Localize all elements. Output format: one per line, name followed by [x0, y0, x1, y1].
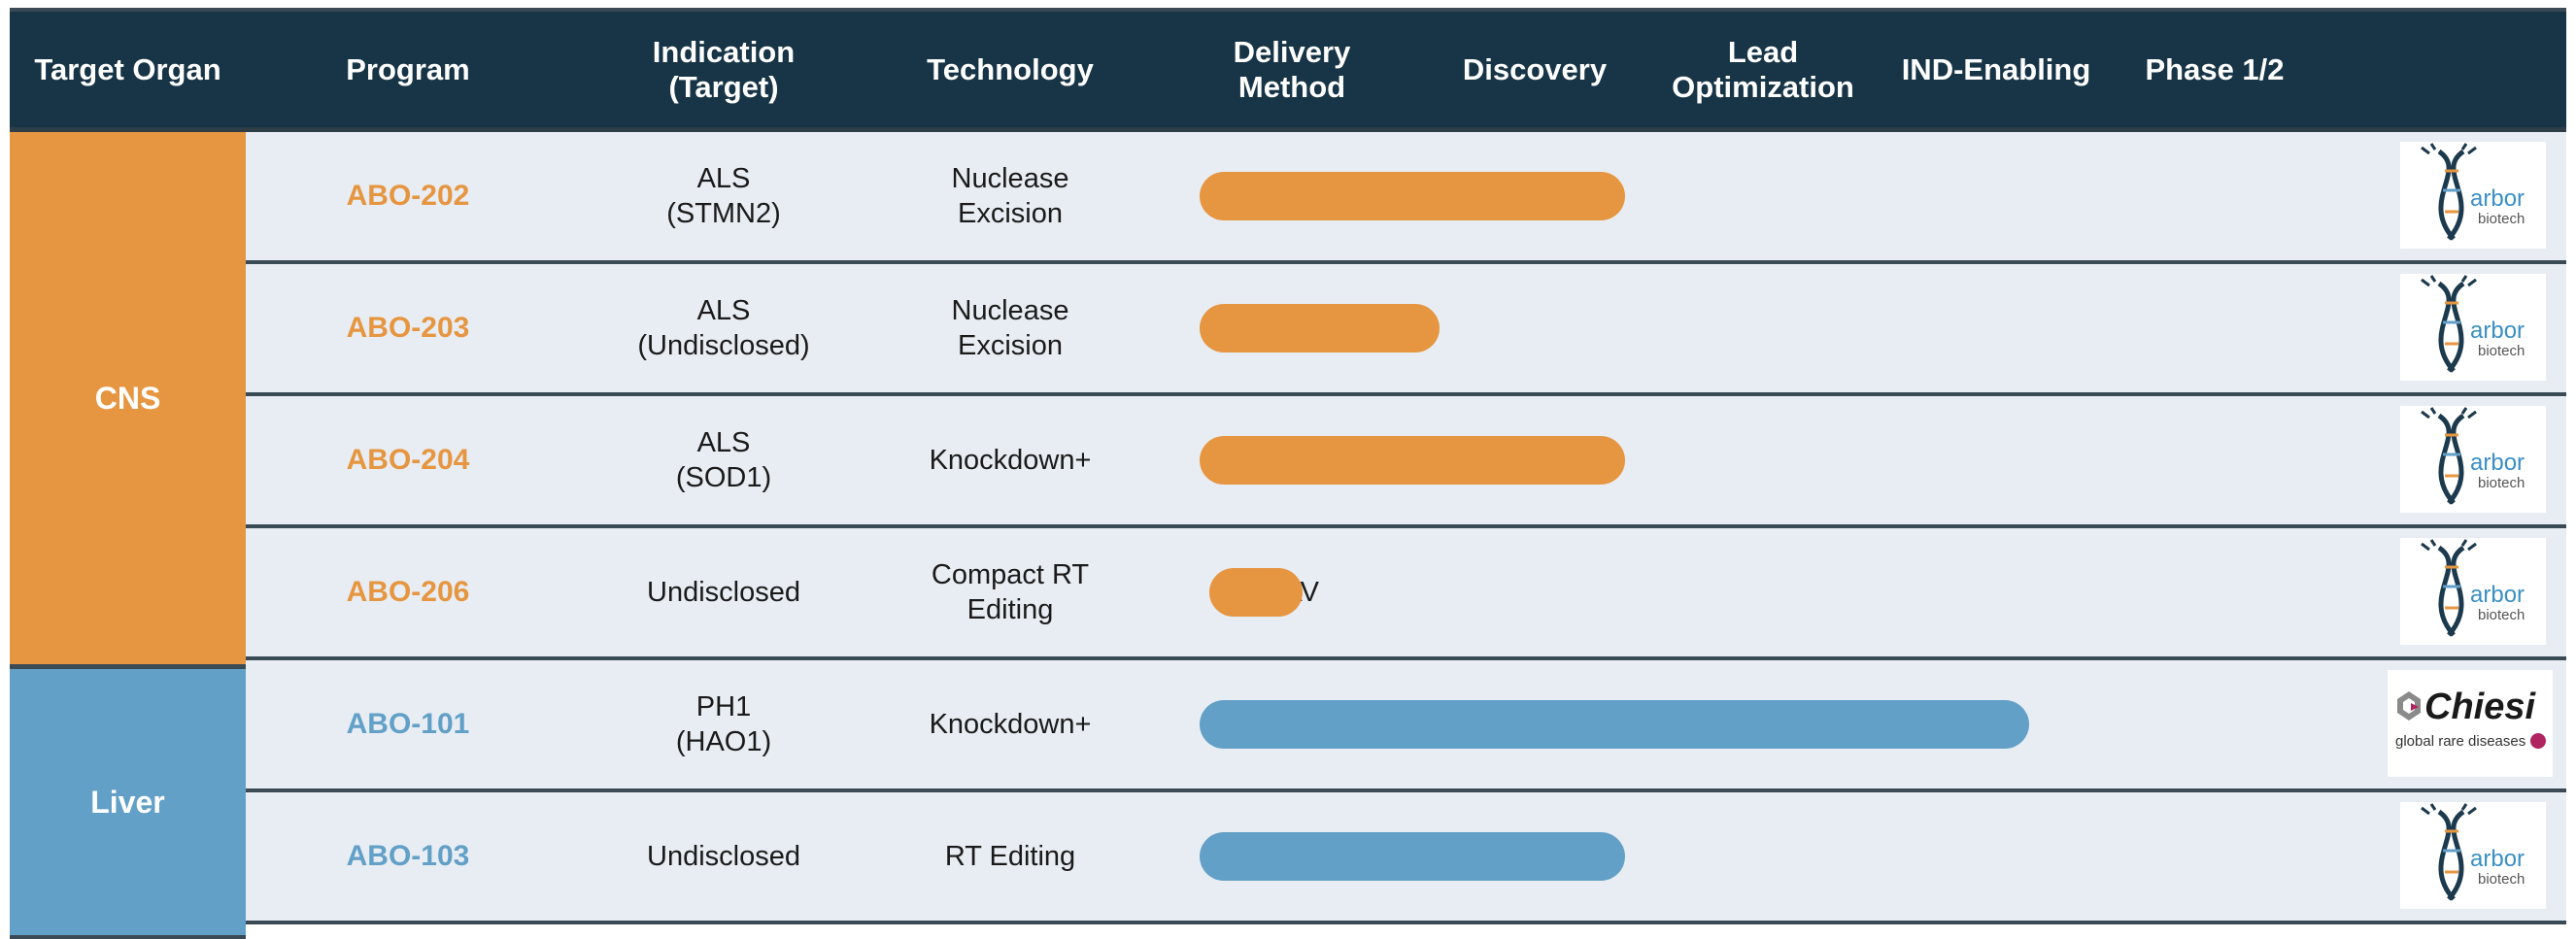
svg-text:arbor: arbor: [2470, 318, 2525, 344]
progress-bar: [1200, 304, 1440, 352]
indication-cell: ALS (STMN2): [666, 163, 781, 229]
header-phase-1-2: Phase 1/2: [2145, 51, 2285, 86]
table-header: Target Organ Program Indication (Target)…: [10, 8, 2566, 132]
technology-cell: Compact RT Editing: [931, 559, 1090, 625]
program-name: ABO-101: [346, 708, 470, 740]
program-name: ABO-203: [346, 312, 470, 344]
progress-bar: [1200, 172, 1625, 220]
svg-text:Chiesi: Chiesi: [2424, 687, 2536, 727]
header-indication: Indication (Target): [652, 34, 796, 104]
svg-text:biotech: biotech: [2478, 871, 2525, 888]
progress-bar: [1200, 700, 2029, 749]
technology-cell: Nuclease Excision: [951, 295, 1069, 361]
header-target-organ: Target Organ: [34, 51, 221, 86]
technology-cell: Knockdown+: [929, 709, 1092, 740]
header-discovery: Discovery: [1462, 51, 1608, 86]
svg-text:arbor: arbor: [2470, 450, 2525, 476]
organ-cns: CNS: [10, 132, 246, 664]
header-ind-enabling: IND-Enabling: [1901, 51, 2091, 86]
header-technology: Technology: [927, 51, 1094, 86]
indication-cell: PH1 (HAO1): [675, 691, 772, 757]
chiesi-logo: Chiesi global rare diseases: [2388, 670, 2553, 777]
organ-column: CNS Liver: [10, 132, 246, 939]
svg-text:biotech: biotech: [2478, 343, 2525, 359]
indication-cell: Undisclosed: [647, 577, 800, 608]
technology-cell: Nuclease Excision: [951, 163, 1069, 229]
svg-text:biotech: biotech: [2478, 607, 2525, 623]
organ-liver: Liver: [10, 664, 246, 939]
progress-bar: [1200, 436, 1625, 485]
svg-text:biotech: biotech: [2478, 475, 2525, 491]
program-name: ABO-202: [346, 180, 470, 212]
indication-cell: ALS (SOD1): [675, 427, 772, 493]
svg-text:arbor: arbor: [2470, 185, 2525, 212]
header-lead-optimization: Lead Optimization: [1672, 34, 1854, 104]
header-delivery-method: Delivery Method: [1233, 34, 1351, 104]
svg-text:arbor: arbor: [2470, 846, 2525, 872]
pipeline-table: Target Organ Program Indication (Target)…: [10, 8, 2566, 939]
indication-cell: Undisclosed: [647, 841, 800, 872]
program-name: ABO-206: [346, 576, 470, 608]
svg-text:biotech: biotech: [2478, 211, 2525, 227]
technology-cell: Knockdown+: [929, 445, 1092, 476]
svg-text:global rare diseases: global rare diseases: [2395, 733, 2525, 750]
svg-text:arbor: arbor: [2470, 582, 2525, 608]
program-name: ABO-204: [346, 444, 470, 476]
technology-cell: RT Editing: [944, 841, 1076, 872]
indication-cell: ALS (Undisclosed): [637, 295, 810, 361]
program-name: ABO-103: [346, 840, 470, 872]
progress-bar: [1209, 568, 1303, 617]
progress-bar: [1200, 832, 1625, 881]
header-program: Program: [346, 51, 470, 86]
table-row: ABO-203 ALS (Undisclosed) Nuclease Excisio…: [246, 264, 2566, 396]
